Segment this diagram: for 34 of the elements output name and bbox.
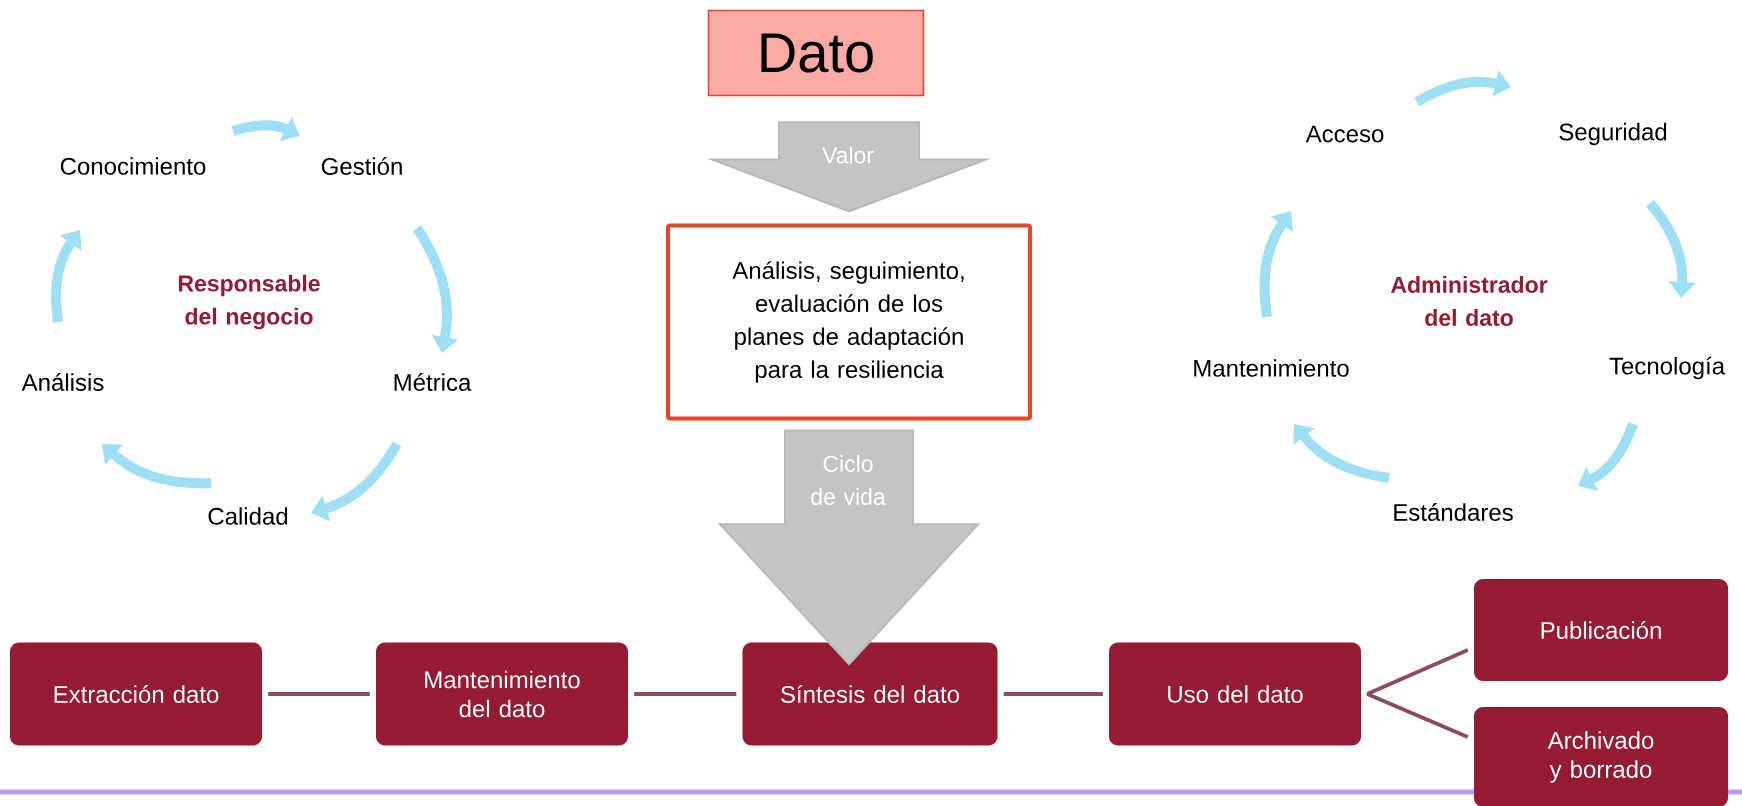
stage-box: Síntesis del dato	[742, 642, 998, 746]
title-box: Dato	[707, 9, 925, 97]
step-label: Tecnología	[1609, 356, 1726, 380]
connector-line	[1003, 692, 1103, 696]
arrow-label: Ciclo de vida	[811, 455, 886, 505]
block-arrow	[706, 121, 992, 213]
stage-box: Uso del dato	[1109, 642, 1361, 746]
step-label: Seguridad	[1559, 122, 1667, 146]
stage-box: Extracción dato	[10, 642, 262, 746]
step-label: Calidad	[208, 507, 288, 525]
stage-box: Mantenimiento del dato	[376, 642, 628, 746]
step-label: Gestión	[321, 157, 402, 175]
block-arrow	[717, 429, 981, 666]
stage-box: Publicación	[1474, 579, 1728, 681]
step-label: Mantenimiento	[1194, 359, 1349, 377]
cycle-arrow	[1259, 211, 1293, 318]
arrow-label: Valor	[822, 146, 874, 164]
connector-line	[634, 692, 737, 696]
cycle-arrow	[102, 444, 212, 489]
step-label: Análisis	[21, 373, 104, 391]
step-label: Conocimiento	[60, 157, 206, 175]
cycle-arrow	[1578, 422, 1638, 491]
cycle-arrow	[51, 230, 82, 323]
process-box: Análisis, seguimiento, evaluación de los planes de adaptación para la resiliencia	[666, 223, 1032, 421]
step-label: Estándares	[1394, 503, 1513, 521]
cycle-title: Administrador del dato	[1391, 276, 1548, 326]
connector-line	[268, 692, 370, 696]
cycle-title: Responsable del negocio	[178, 274, 320, 330]
step-label: Métrica	[394, 373, 472, 391]
connector-line	[1366, 648, 1469, 696]
step-label: Acceso	[1305, 125, 1384, 143]
stage-box: Archivado y borrado	[1474, 707, 1728, 806]
connector-line	[1366, 692, 1469, 739]
cycle-arrow	[1293, 424, 1390, 483]
